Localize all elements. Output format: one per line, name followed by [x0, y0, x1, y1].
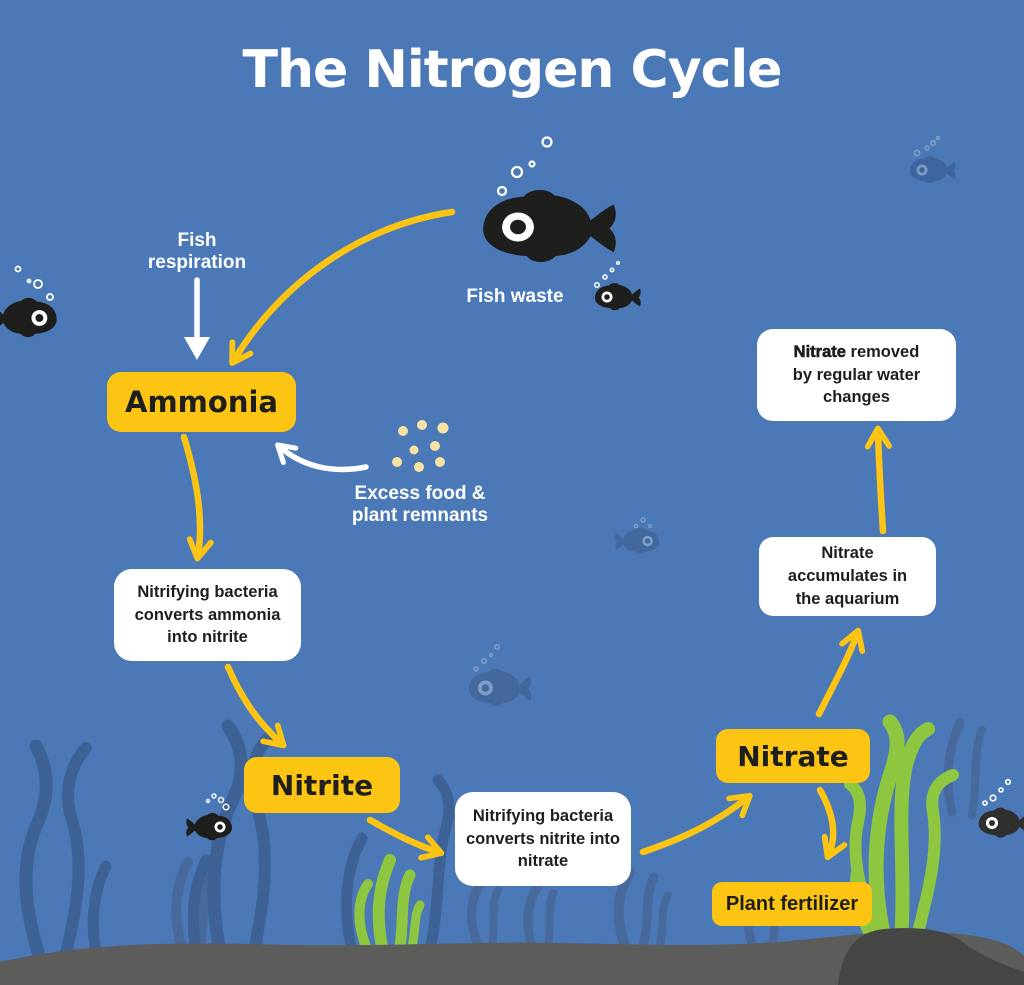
faint-seaweed-clusters: [171, 717, 986, 953]
label-fish-waste: Fish waste: [466, 286, 564, 307]
node-nitrate-removed: Nitrate removed by regular water changes: [757, 329, 956, 421]
arrow-nitrate-to-accumulates: [815, 627, 866, 718]
node-nitrite: Nitrite: [244, 757, 400, 813]
arrow-accumulates-to-removed: [864, 425, 892, 535]
arrow-nitrite-to-bacteria2: [366, 816, 445, 861]
silhouette-fish-top-right-icon: [910, 135, 956, 184]
black-fish-bottom-left-icon: [186, 793, 232, 841]
green-seaweed-center: [354, 854, 425, 953]
gray-substrate: [0, 931, 1024, 985]
node-ammonia: Ammonia: [107, 372, 296, 432]
silhouette-fish-center-left-icon: [469, 643, 532, 707]
label-fish-respiration: Fish respiration: [147, 230, 247, 274]
dark-rock: [838, 928, 1024, 985]
label-excess-food: Excess food & plant remnants: [351, 483, 489, 527]
black-fish-small-icon: [593, 261, 641, 311]
arrow-ammonia-to-bacteria1: [180, 433, 214, 562]
arrow-excess-food-to-ammonia: [275, 442, 369, 473]
node-plant-fertilizer: Plant fertilizer: [712, 882, 872, 926]
food-particles-icon: [392, 420, 449, 472]
blue-seaweed-midleft: [187, 719, 276, 958]
node-bacteria-ammonia-to-nitrite: Nitrifying bacteria converts ammonia int…: [114, 569, 301, 661]
arrow-nitrate-to-fertilizer: [816, 786, 848, 861]
arrow-fish-waste-to-ammonia: [229, 208, 456, 366]
page-title: The Nitrogen Cycle: [242, 40, 782, 100]
arrow-fish-respiration: [184, 277, 210, 360]
silhouette-fish-middle-icon: [615, 517, 660, 554]
blue-seaweed-left: [19, 739, 112, 959]
node-nitrate-accumulates: Nitrate accumulates in the aquarium: [759, 537, 936, 616]
dark-fish-bottom-right-icon: [978, 778, 1024, 838]
arrow-bacteria1-to-nitrite: [224, 663, 287, 749]
arrow-bacteria2-to-nitrate: [639, 792, 753, 856]
node-nitrate: Nitrate: [716, 729, 870, 783]
node-bacteria-nitrite-to-nitrate: Nitrifying bacteria converts nitrite int…: [455, 792, 631, 886]
black-fish-left-icon: [0, 265, 57, 338]
black-fish-large-icon: [483, 136, 616, 262]
